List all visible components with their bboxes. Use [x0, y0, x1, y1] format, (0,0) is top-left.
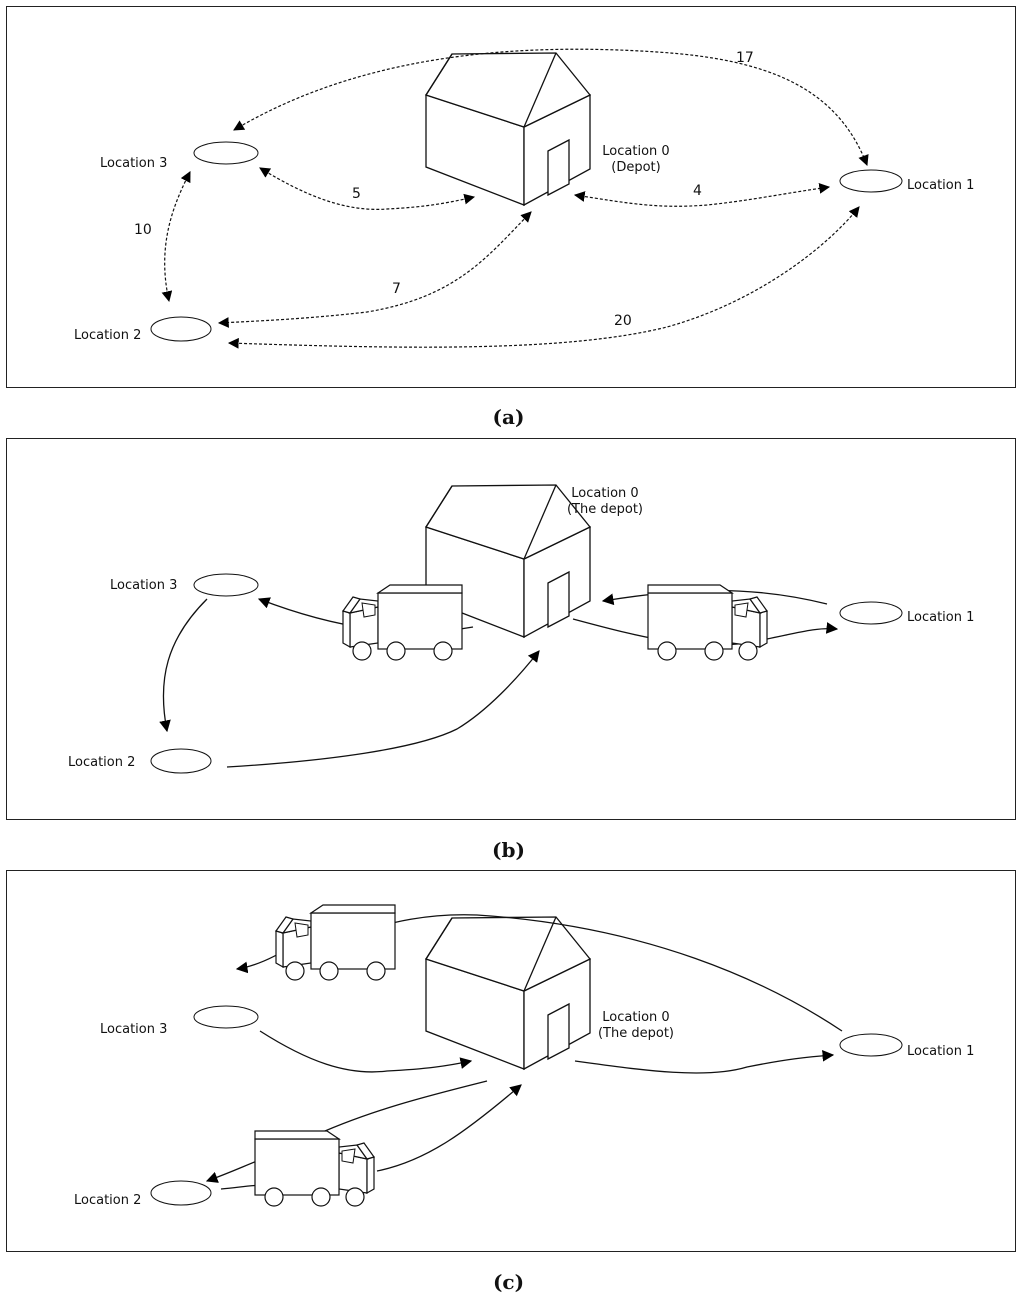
location-0-sublabel: (The depot) [567, 502, 643, 517]
location-1-node [840, 1034, 902, 1056]
graph-b: Location 3 Location 1 Location 2 Locatio… [7, 439, 1017, 821]
location-2-node [151, 317, 211, 341]
location-1-label: Location 1 [907, 178, 974, 193]
location-3-label: Location 3 [110, 578, 177, 593]
distance-0-2: 7 [392, 281, 401, 297]
location-3-node [194, 1006, 258, 1028]
route-3-2 [163, 599, 207, 731]
edge-3-0 [260, 168, 474, 209]
graph-c: Location 3 Location 1 Location 2 Locatio… [7, 871, 1017, 1253]
edge-0-1 [575, 187, 829, 206]
location-0-sublabel: (The depot) [598, 1026, 674, 1041]
truck-icon [648, 585, 767, 660]
location-1-label: Location 1 [907, 1044, 974, 1059]
distance-3-0: 5 [352, 186, 361, 202]
route-to-2 [207, 1161, 257, 1181]
truck-icon [276, 905, 395, 980]
edge-2-1 [229, 207, 859, 347]
distance-2-1: 20 [614, 313, 632, 329]
panel-a: Location 3 Location 1 Location 2 Locatio… [6, 6, 1016, 388]
depot-house-icon [426, 53, 590, 205]
location-0-label: Location 0 [602, 144, 669, 159]
location-3-node [194, 574, 258, 596]
distance-3-2: 10 [134, 222, 152, 238]
route-3-0 [260, 1031, 471, 1072]
caption-a: (a) [0, 405, 1017, 429]
route-2-0 [227, 651, 539, 767]
truck-icon [343, 585, 462, 660]
location-3-label: Location 3 [100, 156, 167, 171]
route-truck-0 [377, 1085, 521, 1171]
location-0-label: Location 0 [602, 1010, 669, 1025]
location-3-node [194, 142, 258, 164]
location-1-node [840, 602, 902, 624]
location-3-label: Location 3 [100, 1022, 167, 1037]
graph-a: Location 3 Location 1 Location 2 Locatio… [7, 7, 1017, 389]
location-2-label: Location 2 [68, 755, 135, 770]
edge-3-2 [165, 172, 190, 301]
location-2-node [151, 1181, 211, 1205]
caption-c: (c) [0, 1270, 1017, 1294]
depot-house-icon [426, 917, 590, 1069]
distance-3-1: 17 [736, 50, 754, 66]
panel-c: Location 3 Location 1 Location 2 Locatio… [6, 870, 1016, 1252]
location-2-node [151, 749, 211, 773]
location-1-node [840, 170, 902, 192]
caption-b: (b) [0, 838, 1017, 862]
distance-0-1: 4 [693, 183, 702, 199]
location-0-label: Location 0 [571, 486, 638, 501]
location-1-label: Location 1 [907, 610, 974, 625]
edge-0-2 [219, 212, 531, 323]
location-2-label: Location 2 [74, 328, 141, 343]
truck-icon [255, 1131, 374, 1206]
location-2-label: Location 2 [74, 1193, 141, 1208]
panel-b: Location 3 Location 1 Location 2 Locatio… [6, 438, 1016, 820]
route-0-2 [307, 1081, 487, 1139]
route-0-1 [575, 1055, 833, 1073]
location-0-sublabel: (Depot) [611, 160, 660, 175]
